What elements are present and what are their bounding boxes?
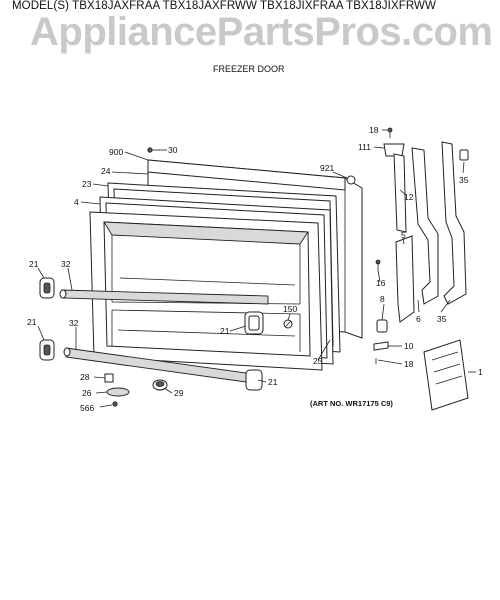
callout-921: 921 [320, 163, 334, 173]
callout-24: 24 [101, 166, 111, 176]
callout-900: 900 [109, 147, 123, 157]
callout-4: 4 [74, 197, 79, 207]
callout-32-upper: 32 [61, 259, 71, 269]
callout-26: 26 [82, 388, 92, 398]
literature-1 [423, 339, 469, 411]
callout-23: 23 [82, 179, 92, 189]
callout-111: 111 [358, 142, 371, 152]
part-921 [346, 175, 356, 185]
callout-1: 1 [478, 367, 483, 377]
model-numbers-header: MODEL(S) TBX18JAXFRAA TBX18JAXFRWW TBX18… [12, 0, 436, 12]
callout-29: 29 [174, 388, 184, 398]
part-150 [283, 319, 293, 329]
shelf-endcap-left-upper [39, 277, 55, 299]
screw-18-top [387, 127, 393, 138]
door-liner [89, 211, 323, 371]
part-28 [104, 373, 114, 383]
callout-6: 6 [416, 314, 421, 324]
watermark-logo: AppliancePartsPros.com [30, 10, 493, 54]
callout-18-bottom: 18 [404, 359, 414, 369]
callout-5: 5 [401, 230, 406, 240]
callout-21-center: 21 [220, 326, 230, 336]
screw-566 [112, 401, 118, 407]
hinge-26 [106, 387, 130, 397]
bracket-5 [395, 235, 415, 323]
callout-35-bottom: 35 [437, 314, 447, 324]
handle-35 [441, 141, 467, 305]
callout-566: 566 [80, 403, 94, 413]
callout-10: 10 [404, 341, 414, 351]
callout-25: 25 [313, 356, 323, 366]
screw-16 [375, 259, 381, 270]
callout-21-left-upper: 21 [29, 259, 39, 269]
art-number: (ART NO. WR17175 C9) [310, 399, 393, 408]
section-title: FREEZER DOOR [213, 64, 285, 74]
callout-21-left-lower: 21 [27, 317, 37, 327]
part-8 [376, 319, 388, 333]
shelf-bar-upper [59, 289, 269, 305]
callout-12: 12 [404, 192, 414, 202]
callout-16: 16 [376, 278, 386, 288]
shelf-endcap-bottom [245, 369, 263, 391]
callout-150: 150 [283, 304, 297, 314]
callout-21-bottom: 21 [268, 377, 278, 387]
callout-28: 28 [80, 372, 90, 382]
leader-lines [37, 129, 476, 408]
shelf-endcap-center [244, 311, 264, 335]
shelf-endcap-left-lower [39, 339, 55, 361]
bushing-29 [152, 379, 168, 391]
callout-32-lower: 32 [69, 318, 79, 328]
callout-8: 8 [380, 294, 385, 304]
cap-35-top [459, 149, 469, 161]
part-10 [373, 341, 389, 351]
callout-35-top: 35 [459, 175, 469, 185]
callout-30: 30 [168, 145, 178, 155]
handle-trim-6 [411, 147, 439, 305]
callout-18-top: 18 [369, 125, 379, 135]
channel-12 [393, 153, 407, 233]
